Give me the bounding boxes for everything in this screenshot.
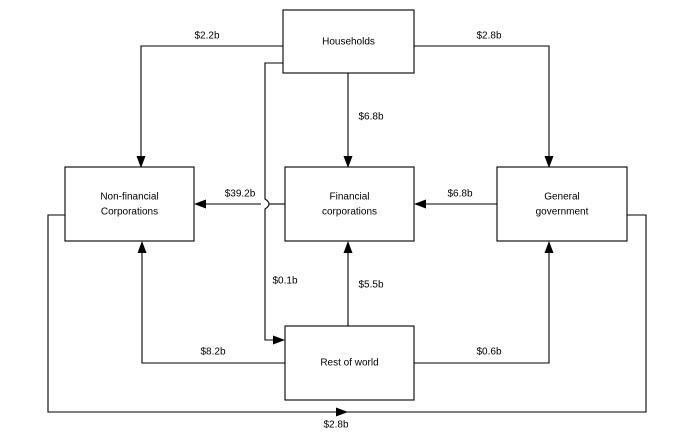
edge-restofworld-to-financial: $5.5b <box>343 241 384 326</box>
edge-label-e9: $0.6b <box>476 347 501 358</box>
node-nonfinancial-corporations[interactable]: Non-financial Corporations <box>64 166 195 242</box>
node-general-government[interactable]: General government <box>496 166 628 242</box>
node-nonfinancial-corporations-label-line2: Corporations <box>101 207 158 218</box>
edge-path-e8 <box>141 249 285 364</box>
node-households-label: Households <box>322 37 375 48</box>
arrowhead-e3 <box>343 156 353 168</box>
edge-restofworld-to-nonfinancial: $8.2b <box>137 241 285 364</box>
edge-label-e7: $5.5b <box>358 280 383 291</box>
edge-households-to-nonfinancial: $2.2b <box>136 31 283 168</box>
edge-label-e1: $2.2b <box>194 31 219 42</box>
arrowhead-e1 <box>136 156 146 168</box>
edge-path-e2 <box>414 45 550 160</box>
edge-government-to-financial: $6.8b <box>414 189 497 209</box>
node-financial-corporations[interactable]: Financial corporations <box>284 166 415 242</box>
arrowhead-e7 <box>343 241 353 253</box>
edge-households-to-government: $2.8b <box>414 31 554 168</box>
edge-label-e8: $8.2b <box>200 347 225 358</box>
arrowhead-e2 <box>544 156 554 168</box>
node-general-government-label-line1: General <box>544 192 580 203</box>
edge-households-to-financial: $6.8b <box>343 73 384 168</box>
edge-path-e9 <box>414 249 550 364</box>
edge-label-e2: $2.8b <box>476 31 501 42</box>
edge-path-e1 <box>140 45 283 160</box>
edge-label-e10: $2.8b <box>323 420 348 431</box>
edge-government-to-nonfinancial: $2.8b <box>47 214 647 431</box>
node-nonfinancial-corporations-label-line1: Non-financial <box>100 192 158 203</box>
node-rest-of-world-label: Rest of world <box>320 358 378 369</box>
edge-path-e6 <box>264 62 283 341</box>
node-general-government-label-line2: government <box>536 207 589 218</box>
arrowhead-e4 <box>194 199 206 209</box>
edge-households-to-restofworld: $0.1b <box>264 62 298 345</box>
arrowhead-e10 <box>336 407 348 417</box>
node-households[interactable]: Households <box>282 9 415 74</box>
node-nonfinancial-corporations-box[interactable] <box>64 166 195 242</box>
node-financial-corporations-label-line2: corporations <box>322 207 377 218</box>
edge-label-e6: $0.1b <box>272 276 297 287</box>
edge-financial-to-nonfinancial: $39.2b <box>194 189 285 209</box>
node-households-box[interactable] <box>282 9 415 74</box>
arrowhead-e5 <box>414 199 426 209</box>
edge-label-e4: $39.2b <box>225 189 256 200</box>
arrowhead-e8 <box>137 241 147 253</box>
node-rest-of-world[interactable]: Rest of world <box>284 325 415 401</box>
edge-restofworld-to-government: $0.6b <box>414 241 554 364</box>
edge-label-e3: $6.8b <box>358 112 383 123</box>
node-financial-corporations-label-line1: Financial <box>329 192 369 203</box>
edge-label-e5: $6.8b <box>447 189 472 200</box>
node-rest-of-world-box[interactable] <box>284 325 415 401</box>
arrowhead-e9 <box>544 241 554 253</box>
node-financial-corporations-box[interactable] <box>284 166 415 242</box>
node-general-government-box[interactable] <box>496 166 628 242</box>
arrowhead-e6 <box>273 335 285 345</box>
